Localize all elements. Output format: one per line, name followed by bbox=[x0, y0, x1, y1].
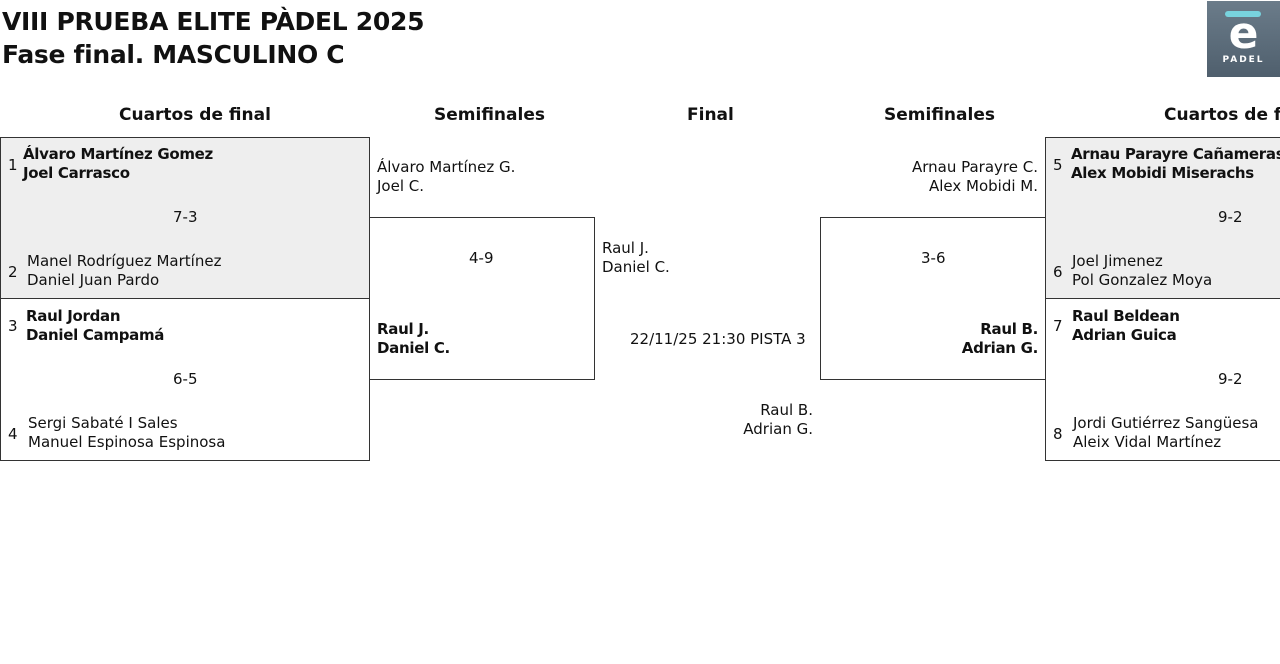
logo-bar-icon bbox=[1225, 11, 1261, 17]
heading-quarterfinals-left: Cuartos de final bbox=[119, 105, 271, 125]
team-player-1: Raul Jordan bbox=[26, 307, 121, 325]
heading-semifinals-left: Semifinales bbox=[434, 105, 545, 125]
team-player-1: Raul J. bbox=[377, 320, 429, 338]
team-player-2: Daniel C. bbox=[602, 258, 670, 276]
seed-number: 2 bbox=[8, 263, 18, 281]
seed-number: 4 bbox=[8, 425, 18, 443]
phase-subtitle: Fase final. MASCULINO C bbox=[2, 40, 345, 69]
team-player-1: Raul B. bbox=[760, 401, 813, 419]
quarterfinal-match-3[interactable] bbox=[1045, 137, 1280, 299]
seed-number: 6 bbox=[1053, 263, 1063, 281]
team-player-1: Raul J. bbox=[602, 239, 649, 257]
final-schedule: 22/11/25 21:30 PISTA 3 bbox=[630, 330, 806, 348]
heading-quarterfinals-right: Cuartos de final bbox=[1164, 105, 1280, 125]
team-player-2: Adrian G. bbox=[961, 339, 1039, 357]
match-score: 4-9 bbox=[469, 249, 494, 267]
seed-number: 8 bbox=[1053, 425, 1063, 443]
elite-padel-logo: e PADEL bbox=[1207, 1, 1280, 77]
quarterfinal-match-4[interactable] bbox=[1045, 298, 1280, 461]
seed-number: 1 bbox=[8, 156, 18, 174]
seed-number: 7 bbox=[1053, 317, 1063, 335]
heading-semifinals-right: Semifinales bbox=[884, 105, 995, 125]
team-player-2: Alex Mobidi M. bbox=[928, 177, 1038, 195]
team-player-1: Álvaro Martínez G. bbox=[377, 158, 516, 176]
heading-final: Final bbox=[687, 105, 734, 125]
team-player-2: Aleix Vidal Martínez bbox=[1073, 433, 1222, 451]
match-score: 7-3 bbox=[173, 208, 198, 226]
team-player-2: Adrian G. bbox=[743, 420, 813, 438]
team-player-2: Manuel Espinosa Espinosa bbox=[28, 433, 226, 451]
team-player-1: Sergi Sabaté I Sales bbox=[28, 414, 178, 432]
seed-number: 5 bbox=[1053, 156, 1063, 174]
logo-letter: e bbox=[1228, 8, 1259, 59]
team-player-1: Manel Rodríguez Martínez bbox=[27, 252, 222, 270]
team-player-1: Joel Jimenez bbox=[1072, 252, 1163, 270]
tournament-title: VIII PRUEBA ELITE PÀDEL 2025 bbox=[2, 7, 425, 36]
team-player-2: Daniel Campamá bbox=[26, 326, 165, 344]
match-score: 3-6 bbox=[921, 249, 946, 267]
team-player-2: Joel C. bbox=[377, 177, 425, 195]
logo-word: PADEL bbox=[1222, 55, 1265, 65]
team-player-1: Arnau Parayre C. bbox=[911, 158, 1038, 176]
team-player-2: Daniel Juan Pardo bbox=[27, 271, 160, 289]
team-player-2: Pol Gonzalez Moya bbox=[1072, 271, 1213, 289]
team-player-2: Joel Carrasco bbox=[23, 164, 130, 182]
team-player-1: Arnau Parayre Cañameras bbox=[1071, 145, 1280, 163]
team-player-2: Alex Mobidi Miserachs bbox=[1071, 164, 1254, 182]
team-player-1: Raul B. bbox=[980, 320, 1038, 338]
match-score: 6-5 bbox=[173, 370, 198, 388]
seed-number: 3 bbox=[8, 317, 18, 335]
match-score: 9-2 bbox=[1218, 208, 1243, 226]
quarterfinal-match-1[interactable] bbox=[0, 137, 370, 299]
team-player-2: Adrian Guica bbox=[1072, 326, 1177, 344]
team-player-2: Daniel C. bbox=[377, 339, 450, 357]
semifinal-match-1[interactable] bbox=[369, 217, 595, 380]
team-player-1: Jordi Gutiérrez Sangüesa bbox=[1073, 414, 1259, 432]
team-player-1: Álvaro Martínez Gomez bbox=[23, 145, 213, 163]
team-player-1: Raul Beldean bbox=[1072, 307, 1180, 325]
match-score: 9-2 bbox=[1218, 370, 1243, 388]
